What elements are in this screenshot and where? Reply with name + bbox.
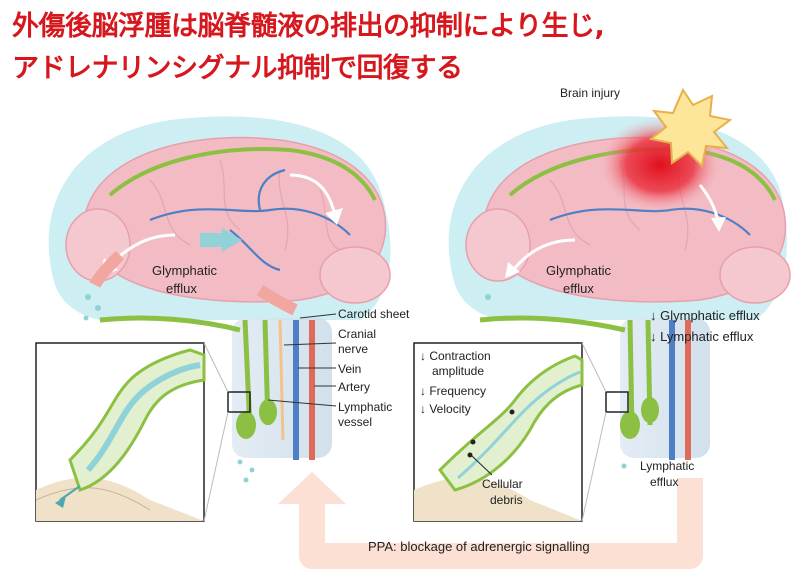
left-glymphatic-label-2: efflux — [166, 281, 197, 296]
inset-contraction-label-2: amplitude — [432, 364, 484, 378]
title-line-2: アドレナリンシグナル抑制で回復する — [12, 53, 463, 84]
lymphatic-vessel-label-2: vessel — [338, 415, 372, 429]
right-glymphatic-label-1: Glymphatic — [546, 263, 612, 278]
vein-label: Vein — [338, 362, 361, 376]
inset-velocity-label: ↓ Velocity — [420, 402, 471, 416]
right-lymphatic-efflux-label-1: Lymphatic — [640, 459, 694, 473]
left-glymphatic-label-1: Glymphatic — [152, 263, 218, 278]
ppa-arrow — [278, 472, 703, 569]
cellular-debris-label-1: Cellular — [482, 477, 523, 491]
injury-starburst-icon — [648, 87, 733, 169]
lymphatic-vessel-label-1: Lymphatic — [338, 400, 392, 414]
left-brain — [48, 116, 391, 321]
ppa-label: PPA: blockage of adrenergic signalling — [368, 539, 590, 554]
right-lymphatic-efflux-label-2: efflux — [650, 475, 678, 489]
left-neck-labels: Carotid sheet Cranial nerve Vein Artery … — [267, 307, 410, 429]
left-inset — [35, 342, 229, 522]
right-glymphatic-label-2: efflux — [563, 281, 594, 296]
title-line-1: 外傷後脳浮腫は脳脊髄液の排出の抑制により生じ, — [12, 11, 605, 42]
right-inset — [413, 342, 607, 522]
carotid-sheet-label: Carotid sheet — [338, 307, 410, 321]
left-neck — [99, 315, 332, 483]
cellular-debris-label-2: debris — [490, 493, 523, 507]
right-brain — [448, 116, 791, 320]
brain-injury-label: Brain injury — [560, 86, 620, 100]
cranial-nerve-label-2: nerve — [338, 342, 368, 356]
inset-contraction-label-1: ↓ Contraction — [420, 349, 491, 363]
artery-label: Artery — [338, 380, 370, 394]
down-glymphatic-label: ↓ Glymphatic efflux — [650, 308, 760, 323]
cranial-nerve-label-1: Cranial — [338, 327, 376, 341]
down-lymphatic-label: ↓ Lymphatic efflux — [650, 329, 754, 344]
inset-frequency-label: ↓ Frequency — [420, 384, 486, 398]
right-neck — [479, 315, 710, 469]
